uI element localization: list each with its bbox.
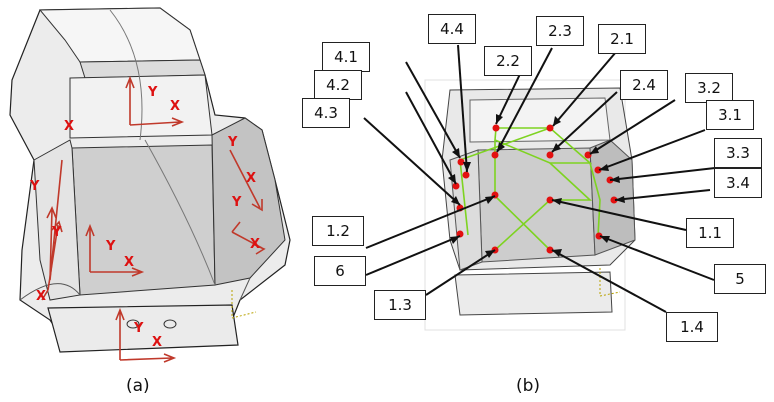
frame-y-label: Y	[133, 321, 144, 336]
frame-y-label: Y	[147, 85, 158, 100]
coordinate-frame-6: Y X	[227, 135, 256, 186]
frame-x-label: X	[250, 237, 260, 252]
part-drawing-a: Y X Y X Y X Y X Y X Y X Y X	[9, 7, 291, 363]
label-2-2: 2.2	[484, 46, 532, 76]
frame-x-label: X	[124, 255, 134, 270]
frame-x-label: X	[36, 289, 46, 304]
frame-x-label: X	[246, 171, 256, 186]
coordinate-frame-5: Y X	[51, 119, 74, 240]
coordinate-frame-7: Y X	[231, 195, 260, 252]
label-1-4: 1.4	[666, 312, 718, 342]
coordinate-frame-3: Y X	[133, 321, 162, 350]
label-1-2: 1.2	[312, 216, 364, 246]
frame-x-label: X	[170, 99, 180, 114]
label-4-1: 4.1	[322, 42, 370, 72]
frame-y-label: Y	[231, 195, 242, 210]
frame-x-label: X	[64, 119, 74, 134]
label-1-3: 1.3	[374, 290, 426, 320]
label-2-4: 2.4	[620, 70, 668, 100]
label-6: 6	[314, 256, 366, 286]
caption-b: (b)	[516, 376, 541, 396]
caption-a: (a)	[126, 376, 150, 396]
panel-a: Y X Y X Y X Y X Y X Y X Y X (a)	[0, 0, 310, 402]
coordinate-frame-1: Y X	[147, 85, 180, 114]
label-3-1: 3.1	[706, 100, 754, 130]
coordinate-frame-4: Y X	[29, 179, 46, 304]
frame-y-label: Y	[227, 135, 238, 150]
label-1-1: 1.1	[686, 218, 734, 248]
label-4-4: 4.4	[428, 14, 476, 44]
frame-y-label: Y	[51, 225, 62, 240]
coordinate-frame-2: Y X	[105, 239, 134, 270]
panel-b: 4.4 2.3 2.1 4.1 2.2 4.2 2.4 3.2 4.3 3.1 …	[302, 0, 774, 402]
frame-y-label: Y	[105, 239, 116, 254]
label-5: 5	[714, 264, 766, 294]
frame-x-label: X	[152, 335, 162, 350]
label-2-1: 2.1	[598, 24, 646, 54]
label-3-4: 3.4	[714, 168, 762, 198]
label-3-2: 3.2	[685, 73, 733, 103]
label-4-2: 4.2	[314, 70, 362, 100]
frame-y-label: Y	[29, 179, 40, 194]
label-3-3: 3.3	[714, 138, 762, 168]
label-4-3: 4.3	[302, 98, 350, 128]
part-drawing-b	[363, 44, 716, 331]
label-2-3: 2.3	[536, 16, 584, 46]
